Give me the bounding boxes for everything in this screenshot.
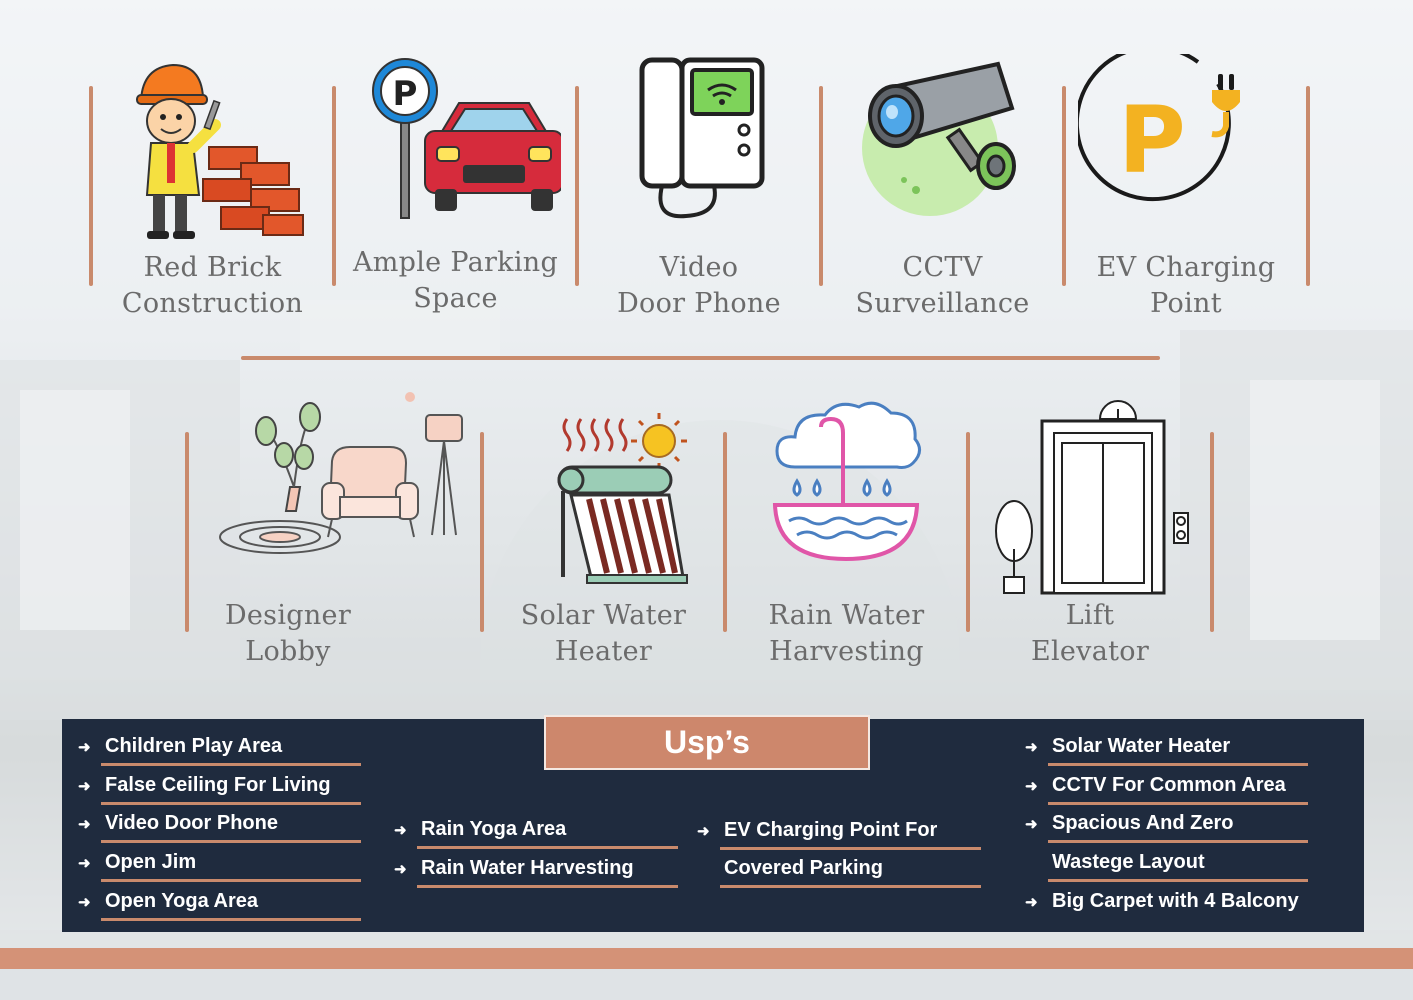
video-door-phone-icon [639, 57, 765, 219]
usp-item: ➜Spacious And Zero [1025, 806, 1308, 843]
construction-worker-bricks-icon [136, 63, 304, 239]
arrow-right-icon: ➜ [1025, 739, 1038, 756]
divider [1306, 86, 1310, 286]
usp-item: ➜Rain Yoga Area [394, 812, 678, 849]
usp-item: Wastege Layout [1025, 845, 1308, 882]
arrow-right-icon: ➜ [78, 739, 91, 756]
arrow-right-icon: ➜ [78, 816, 91, 833]
usp-item: ➜Big Carpet with 4 Balcony [1025, 890, 1299, 912]
divider [819, 86, 823, 286]
ev-charging-icon: P [1078, 54, 1240, 202]
arrow-right-icon: ➜ [394, 861, 407, 878]
arrow-right-icon: ➜ [78, 778, 91, 795]
usp-title: Usp’s [544, 715, 870, 770]
divider [966, 432, 970, 632]
divider [332, 86, 336, 286]
solar-water-heater-icon [557, 413, 688, 584]
usp-item: ➜Solar Water Heater [1025, 729, 1308, 766]
arrow-right-icon: ➜ [697, 823, 710, 840]
usp-item: Covered Parking [697, 851, 981, 888]
cctv-camera-icon [861, 61, 1016, 216]
footer-strip [0, 969, 1413, 1000]
lobby-armchair-icon [219, 392, 463, 554]
divider [1062, 86, 1066, 286]
divider [575, 86, 579, 286]
arrow-right-icon: ➜ [1025, 894, 1038, 911]
divider [185, 432, 189, 632]
svg-text:P: P [392, 74, 417, 114]
usp-item: ➜Open Yoga Area [78, 884, 361, 921]
arrow-right-icon: ➜ [78, 894, 91, 911]
usp-item: ➜Rain Water Harvesting [394, 851, 678, 888]
usp-item: ➜False Ceiling For Living [78, 768, 361, 805]
divider [1210, 432, 1214, 632]
svg-text:P: P [1118, 87, 1185, 194]
footer-band [0, 948, 1413, 969]
divider [89, 86, 93, 286]
usp-item: ➜CCTV For Common Area [1025, 768, 1308, 805]
parking-car-icon: P [371, 58, 561, 219]
arrow-right-icon: ➜ [1025, 778, 1038, 795]
lift-elevator-icon [995, 400, 1189, 595]
arrow-right-icon: ➜ [1025, 816, 1038, 833]
usp-item: ➜Children Play Area [78, 729, 361, 766]
section-divider [241, 356, 1160, 360]
arrow-right-icon: ➜ [394, 822, 407, 839]
divider [723, 432, 727, 632]
arrow-right-icon: ➜ [78, 855, 91, 872]
rain-water-harvesting-icon [772, 401, 921, 562]
divider [480, 432, 484, 632]
usp-item: ➜Video Door Phone [78, 806, 361, 843]
usp-item: ➜EV Charging Point For [697, 813, 981, 850]
usp-item: ➜Open Jim [78, 845, 361, 882]
